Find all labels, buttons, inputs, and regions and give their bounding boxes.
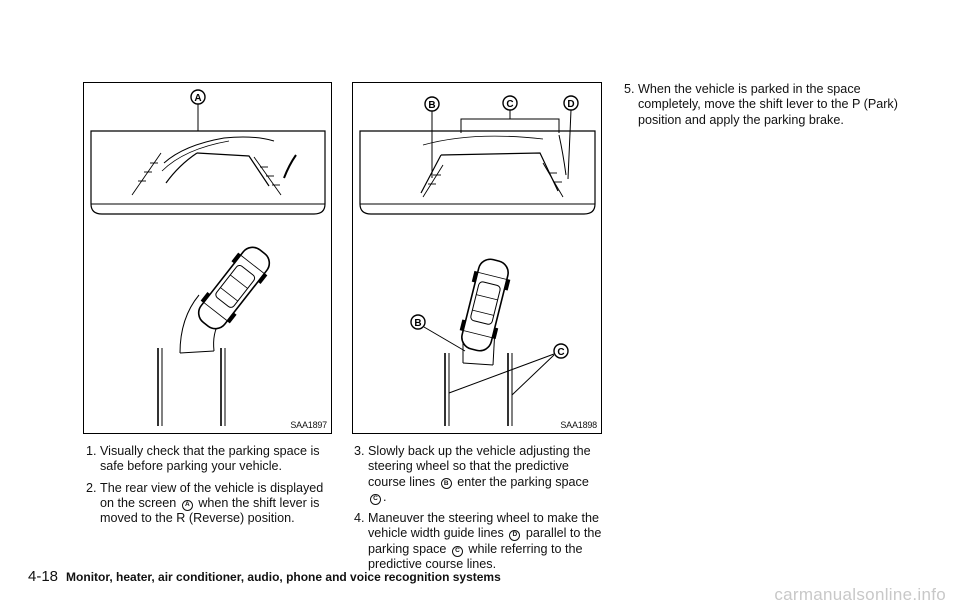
figure-code: SAA1898: [560, 420, 597, 430]
ref-callout: C: [451, 545, 463, 557]
step-text-post: .: [383, 489, 387, 504]
ref-callout: C: [370, 493, 381, 505]
callout-c-lower: C: [557, 347, 564, 358]
step-number: 1.: [86, 444, 97, 458]
page-footer: 4-18 Monitor, heater, air conditioner, au…: [28, 568, 501, 585]
step-text-pre: Maneuver the steering wheel to make the …: [368, 511, 600, 541]
step-number: 4.: [354, 511, 365, 526]
step-4: 4. Maneuver the steering wheel to make t…: [354, 511, 604, 572]
step-number: 5.: [624, 82, 635, 96]
step-number: 3.: [354, 444, 365, 458]
step-5: 5. When the vehicle is parked in the spa…: [624, 82, 914, 128]
illustration-guide-lines: B C D B: [359, 95, 596, 426]
page-number: 4-18: [28, 568, 59, 585]
step-text: When the vehicle is parked in the space …: [638, 82, 898, 127]
step-number: 2.: [86, 480, 97, 495]
column-middle: 3. Slowly back up the vehicle adjusting …: [354, 444, 604, 578]
step-text: Visually check that the parking space is…: [100, 444, 320, 474]
step-text-mid: enter the parking space: [457, 474, 589, 489]
watermark: carmanualsonline.info: [774, 585, 946, 604]
column-left: 1. Visually check that the parking space…: [86, 444, 334, 532]
step-3: 3. Slowly back up the vehicle adjusting …: [354, 444, 604, 505]
step-text-pre: The rear view of the vehicle is displaye…: [100, 480, 324, 510]
step-text-mid: parallel to the parking space: [368, 526, 602, 556]
step-2: 2. The rear view of the vehicle is displ…: [86, 481, 334, 527]
callout-b-lower: B: [414, 318, 421, 329]
figure-saa1898: B C D B: [352, 82, 602, 434]
callout-a: A: [194, 93, 201, 104]
figure-saa1897: A SAA1897: [83, 82, 332, 434]
ref-callout: D: [509, 530, 521, 542]
column-right: 5. When the vehicle is parked in the spa…: [624, 82, 914, 134]
callout-b-top: B: [428, 100, 435, 111]
callout-c-top: C: [506, 99, 513, 110]
step-text-pre: Slowly back up the vehicle adjusting the…: [368, 444, 591, 489]
illustration-rear-view-screen-a: A: [90, 89, 326, 426]
ref-callout: A: [181, 499, 193, 511]
figure-code: SAA1897: [290, 420, 327, 430]
callout-d-top: D: [567, 99, 574, 110]
step-1: 1. Visually check that the parking space…: [86, 444, 334, 475]
step-text-post: when the shift lever is moved to the R (…: [100, 495, 320, 526]
ref-callout: B: [440, 478, 452, 490]
section-title: Monitor, heater, air conditioner, audio,…: [66, 570, 501, 584]
step-text-post: while referring to the predictive course…: [368, 541, 583, 572]
